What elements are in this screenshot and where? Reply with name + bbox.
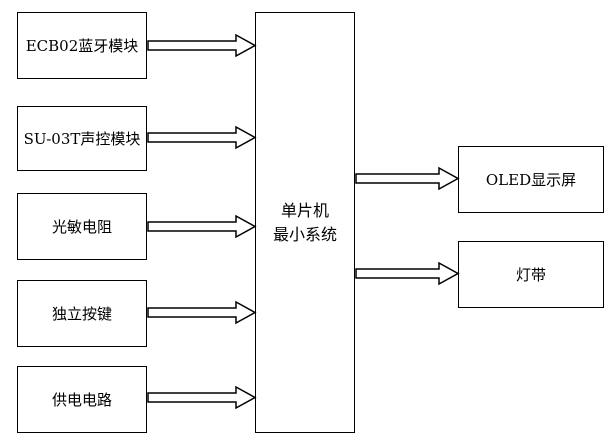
arrow-power-to-mcu: [147, 385, 257, 410]
photoresistor-box: 光敏电阻: [17, 193, 147, 260]
arrow-key-to-mcu: [147, 300, 257, 325]
light-strip-label: 灯带: [515, 266, 546, 284]
arrow-photoresistor-to-mcu: [147, 214, 257, 239]
arrow-bluetooth-to-mcu: [147, 33, 257, 58]
arrow-voice-to-mcu: [147, 125, 257, 150]
independent-key-box: 独立按键: [17, 280, 147, 347]
mcu-label-line1: 单片机: [280, 200, 329, 220]
power-circuit-box: 供电电路: [17, 366, 147, 433]
arrow-mcu-to-oled: [355, 166, 460, 191]
oled-display-box: OLED显示屏: [458, 146, 604, 213]
su03t-voice-module-box: SU-03T声控模块: [17, 106, 147, 171]
su03t-voice-module-label: SU-03T声控模块: [23, 130, 141, 148]
mcu-minimum-system-box: 单片机 最小系统: [255, 12, 355, 433]
oled-display-label: OLED显示屏: [485, 171, 577, 189]
light-strip-box: 灯带: [458, 241, 604, 308]
ecb02-bluetooth-module-label: ECB02蓝牙模块: [25, 37, 139, 55]
ecb02-bluetooth-module-box: ECB02蓝牙模块: [17, 12, 147, 79]
photoresistor-label: 光敏电阻: [51, 218, 112, 236]
mcu-label-line2: 最小系统: [272, 224, 337, 244]
independent-key-label: 独立按键: [51, 305, 112, 323]
arrow-mcu-to-light-strip: [355, 261, 460, 286]
power-circuit-label: 供电电路: [51, 391, 112, 409]
